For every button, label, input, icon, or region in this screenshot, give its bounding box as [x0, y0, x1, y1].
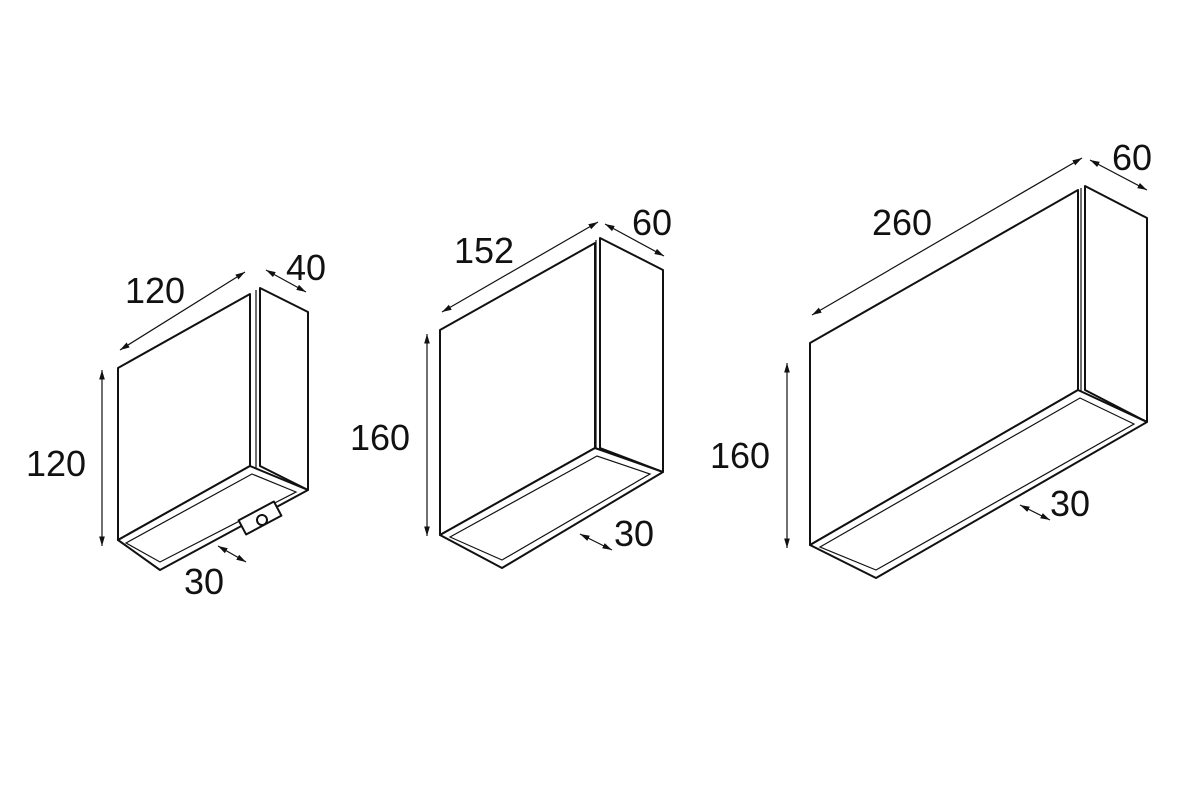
- height-label: 160: [350, 417, 410, 458]
- bottom-label: 30: [614, 513, 654, 554]
- depth-label: 60: [632, 202, 672, 243]
- width-label: 260: [872, 202, 932, 243]
- bottom-tray: [439, 447, 664, 569]
- side-face: [599, 237, 664, 473]
- height-label: 160: [710, 435, 770, 476]
- side-face: [1084, 185, 1148, 423]
- screw-icon: [256, 514, 268, 526]
- height-label: 120: [26, 443, 86, 484]
- bottom-label: 30: [1050, 483, 1090, 524]
- bottom-tray: [809, 389, 1148, 579]
- side-face: [259, 287, 309, 491]
- depth-label: 40: [286, 247, 326, 288]
- fixture-medium: 152 60 160 30: [350, 202, 672, 569]
- depth-label: 60: [1112, 137, 1152, 178]
- width-label: 152: [454, 230, 514, 271]
- bottom-label: 30: [184, 561, 224, 602]
- bottom-tray: [117, 465, 309, 571]
- fixture-small: 120 40 120 30: [26, 247, 326, 602]
- fixture-large: 260 60 160 30: [710, 137, 1152, 579]
- width-label: 120: [125, 270, 185, 311]
